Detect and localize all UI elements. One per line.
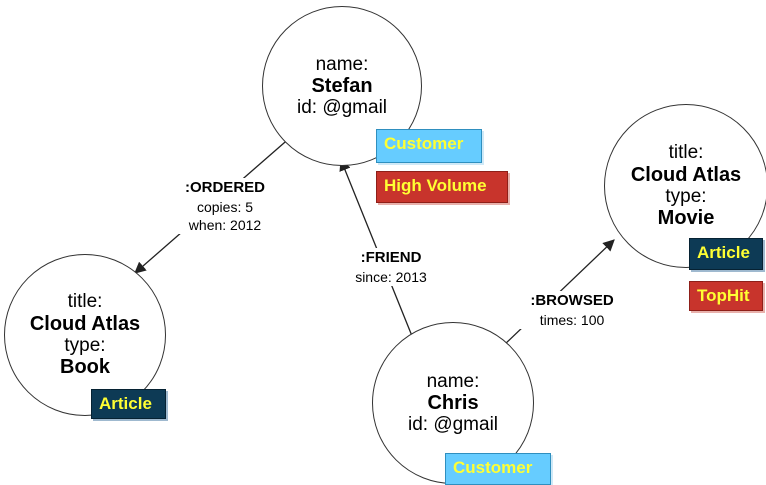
relationship-type: :BROWSED — [530, 292, 614, 309]
node-name: Stefan — [311, 74, 373, 97]
customer-tag: Customer — [445, 453, 551, 485]
high-volume-tag: High Volume — [376, 171, 508, 203]
node-name: Chris — [427, 391, 479, 414]
relationship-property: since: 2013 — [355, 268, 427, 285]
article-tag: Article — [91, 389, 166, 419]
node-property-label: name: — [315, 53, 369, 75]
ordered-relationship-label: :ORDERED copies: 5 when: 2012 — [172, 178, 278, 234]
customer-tag: Customer — [376, 129, 482, 163]
article-tag: Article — [689, 238, 763, 270]
node-property-label: title: — [668, 142, 704, 164]
node-property-label: name: — [426, 370, 480, 392]
relationship-property: copies: 5 — [196, 198, 254, 215]
node-property: id: @gmail — [296, 97, 388, 119]
node-property-label: type: — [64, 335, 106, 356]
node-type: Movie — [657, 207, 715, 230]
node-book[interactable]: title: Cloud Atlas type: Book — [4, 254, 166, 416]
node-property-label: title: — [67, 291, 103, 313]
node-type: Book — [60, 356, 110, 379]
node-property: id: @gmail — [407, 414, 499, 436]
tophit-tag: TopHit — [689, 281, 763, 311]
friend-relationship-label: :FRIEND since: 2013 — [338, 248, 444, 286]
node-title: Cloud Atlas — [630, 163, 742, 186]
relationship-property: times: 100 — [539, 311, 605, 328]
node-title: Cloud Atlas — [29, 312, 141, 335]
relationship-property: when: 2012 — [188, 216, 262, 233]
relationship-type: :ORDERED — [184, 179, 265, 196]
node-property-label: type: — [665, 186, 707, 207]
relationship-type: :FRIEND — [360, 249, 422, 266]
browsed-relationship-label: :BROWSED times: 100 — [514, 291, 630, 329]
